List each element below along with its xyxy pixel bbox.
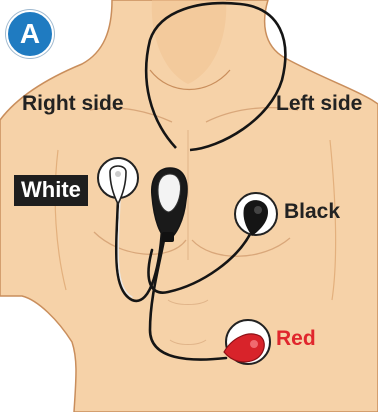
white-electrode-label: White — [14, 175, 88, 206]
right-side-label: Right side — [22, 92, 124, 116]
red-electrode-label: Red — [276, 327, 316, 351]
black-electrode-label: Black — [284, 200, 340, 224]
panel-badge: A — [6, 10, 54, 58]
left-side-label: Left side — [276, 92, 362, 116]
black-electrode — [235, 193, 277, 236]
